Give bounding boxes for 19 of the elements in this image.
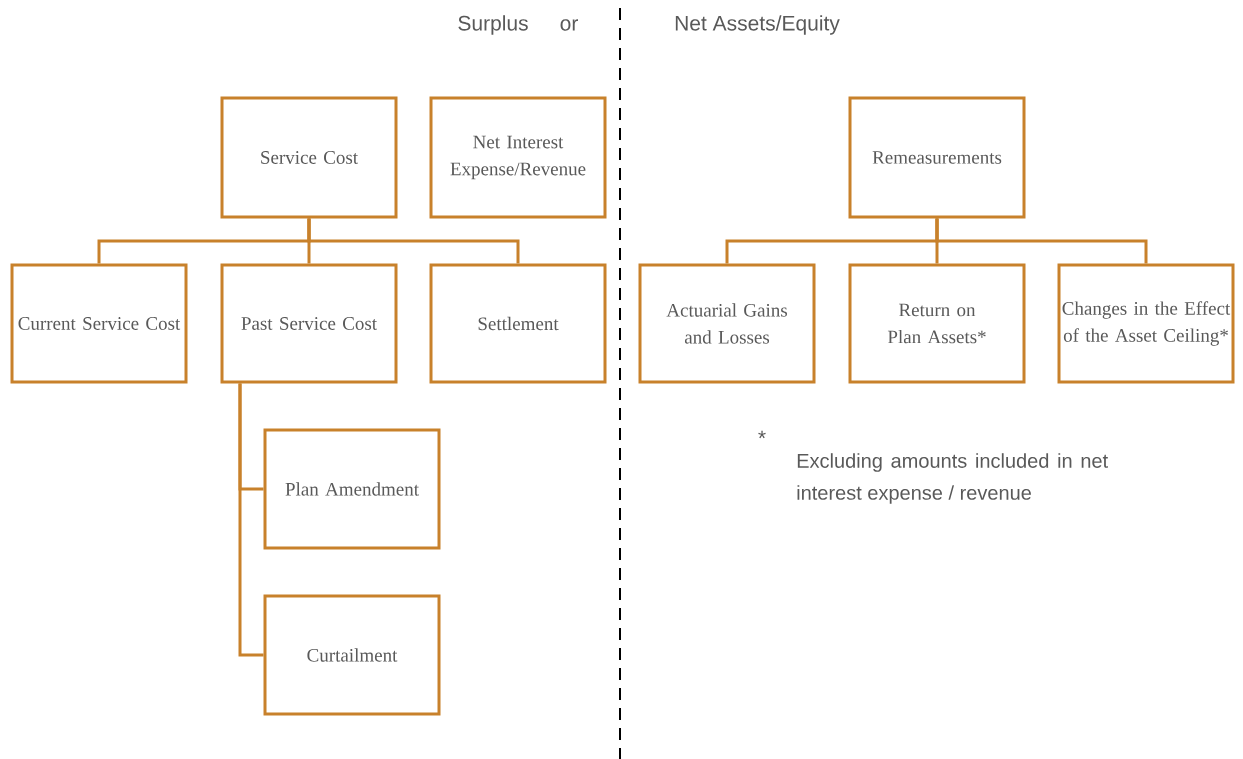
heading-text: or	[560, 19, 578, 31]
text-box: Service Cost	[220, 96, 398, 219]
text-box: Settlement	[429, 263, 607, 384]
text-box: Return on Plan Assets*	[848, 263, 1026, 384]
text-box: Net Interest Expense/Revenue	[429, 96, 607, 219]
text-box: Remeasurements	[848, 96, 1026, 219]
heading-text: Net Assets/Equity	[675, 15, 840, 35]
heading-text: Surplus	[458, 15, 528, 35]
connector	[238, 383, 264, 657]
text-box: Actuarial Gains and Losses	[638, 263, 816, 384]
connector	[935, 218, 1148, 264]
footnote-mark: *	[758, 430, 766, 439]
text-box: Curtailment	[263, 594, 441, 716]
text-box: Changes in the Effect of the Asset Ceiling*	[1057, 263, 1235, 384]
text-box: Plan Amendment	[263, 428, 441, 550]
connector	[307, 218, 520, 264]
text-box: Current Service Cost	[10, 263, 188, 384]
text-box: Past Service Cost	[220, 263, 398, 384]
note-text: Excluding amounts included in net interest expense / revenue	[797, 453, 1108, 504]
